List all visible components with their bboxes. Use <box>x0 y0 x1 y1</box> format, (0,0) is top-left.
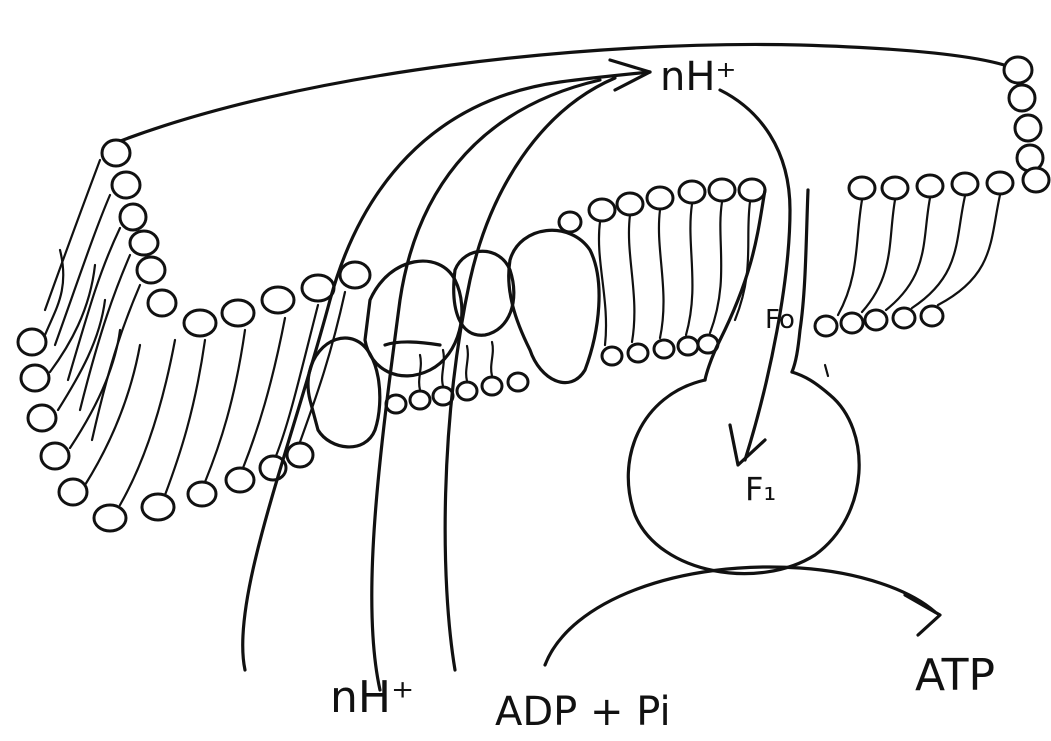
membrane-loop-arc <box>110 44 1018 145</box>
label-atp: ATP <box>915 650 995 701</box>
label-f1: F₁ <box>745 470 776 508</box>
f1-head <box>628 372 859 574</box>
fo-stalk-right <box>792 190 808 372</box>
label-fo: Fo <box>765 305 795 335</box>
proton-pathways <box>243 60 650 690</box>
label-adp-pi: ADP + Pi <box>495 689 671 735</box>
down-arrowhead <box>730 425 765 465</box>
membrane-right-edge <box>1004 57 1049 192</box>
fo-stalk-left <box>705 190 765 380</box>
top-leaflet-right <box>849 172 1013 199</box>
atp-reaction-arrow <box>545 567 940 665</box>
label-proton-bottom: nH⁺ <box>330 672 414 723</box>
top-leaflet-middle <box>559 179 765 232</box>
small-tick-mark <box>825 365 828 376</box>
proton-flow-through-synthase <box>720 90 790 465</box>
atp-synthase <box>628 190 859 574</box>
bottom-leaflet-under-protein <box>386 373 528 413</box>
bottom-leaflet-right <box>815 306 943 336</box>
label-proton-top: nH⁺ <box>660 54 737 100</box>
bottom-leaflet-middle <box>602 335 718 365</box>
membrane-front-edge <box>18 329 313 531</box>
top-leaflet-left <box>184 262 370 336</box>
